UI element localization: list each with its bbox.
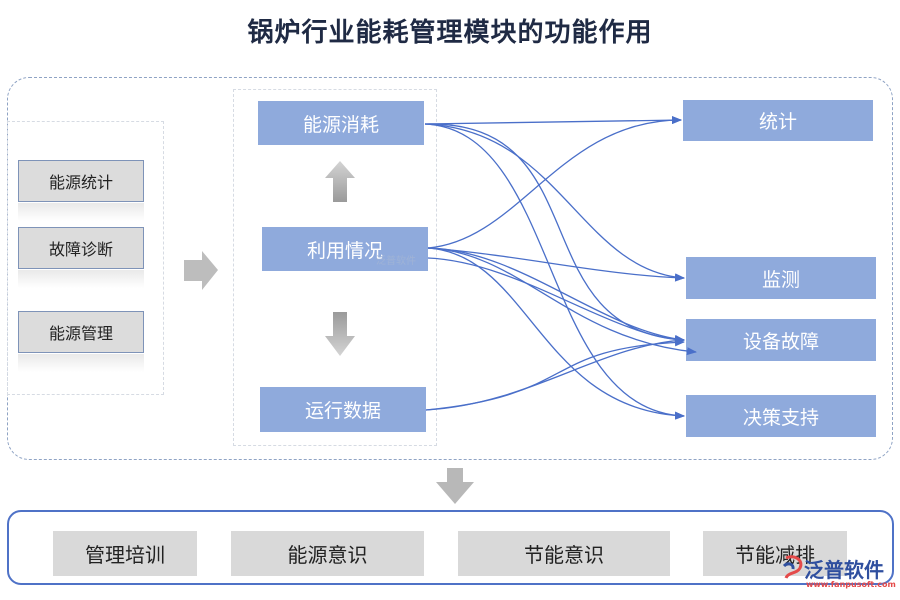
connector-line — [424, 123, 685, 420]
left-panel — [7, 121, 164, 395]
middle-item-utilization: 利用情况 — [262, 227, 428, 271]
logo-mark-icon — [782, 555, 803, 579]
left-item-label: 能源管理 — [48, 324, 113, 343]
left-item-label: 能源统计 — [48, 173, 113, 192]
connector-line — [424, 116, 682, 125]
up-arrow-icon — [325, 161, 355, 202]
connector-line — [427, 257, 685, 344]
logo-name: 泛普软件 — [804, 558, 884, 582]
bottom-item-label: 能源意识 — [287, 543, 368, 567]
right-arrow-icon — [184, 251, 218, 290]
right-item-label: 统计 — [758, 111, 797, 133]
connector-line — [425, 338, 685, 411]
right-item-monitoring: 监测 — [686, 257, 876, 299]
middle-item-label: 运行数据 — [304, 400, 381, 422]
right-item-decision-support: 决策支持 — [686, 395, 876, 437]
bottom-item-management-training: 管理培训 — [53, 531, 197, 576]
right-item-statistics: 统计 — [683, 100, 873, 141]
middle-item-energy-consumption: 能源消耗 — [258, 101, 424, 145]
right-item-label: 设备故障 — [742, 330, 819, 353]
connector-line — [427, 247, 685, 343]
logo-url: www.fanpusoft.com — [806, 580, 896, 589]
watermark-text: 泛普软件 — [376, 256, 416, 267]
connector-line — [427, 247, 685, 282]
middle-item-label: 能源消耗 — [302, 113, 379, 136]
down-arrow-icon — [325, 312, 355, 356]
connector-line — [424, 123, 685, 344]
connector-line — [427, 247, 685, 420]
middle-panel — [233, 89, 437, 446]
bottom-item-energy-awareness: 能源意识 — [231, 531, 424, 576]
left-item-fault-diagnosis: 故障诊断 — [18, 227, 144, 288]
right-item-label: 决策支持 — [742, 406, 819, 429]
bottom-item-label: 管理培训 — [85, 543, 165, 567]
right-item-equipment-fault: 设备故障 — [686, 319, 876, 361]
middle-item-operation-data: 运行数据 — [260, 387, 426, 432]
connector-line — [424, 123, 685, 282]
bottom-frame — [7, 510, 894, 585]
page-title: 锅炉行业能耗管理模块的功能作用 — [247, 18, 653, 48]
right-item-label: 监测 — [761, 268, 800, 291]
connector-line — [427, 116, 682, 249]
bottom-item-saving-awareness: 节能意识 — [458, 531, 670, 576]
down-arrow-icon — [436, 468, 474, 504]
left-item-energy-statistics: 能源统计 — [18, 160, 144, 221]
left-item-label: 故障诊断 — [48, 240, 113, 259]
bottom-item-label: 节能意识 — [524, 543, 604, 567]
left-item-energy-management: 能源管理 — [18, 311, 144, 372]
brand-logo: 泛普软件 www.fanpusoft.com — [780, 552, 898, 596]
connector-line — [427, 247, 697, 356]
middle-item-label: 利用情况 — [306, 239, 383, 262]
